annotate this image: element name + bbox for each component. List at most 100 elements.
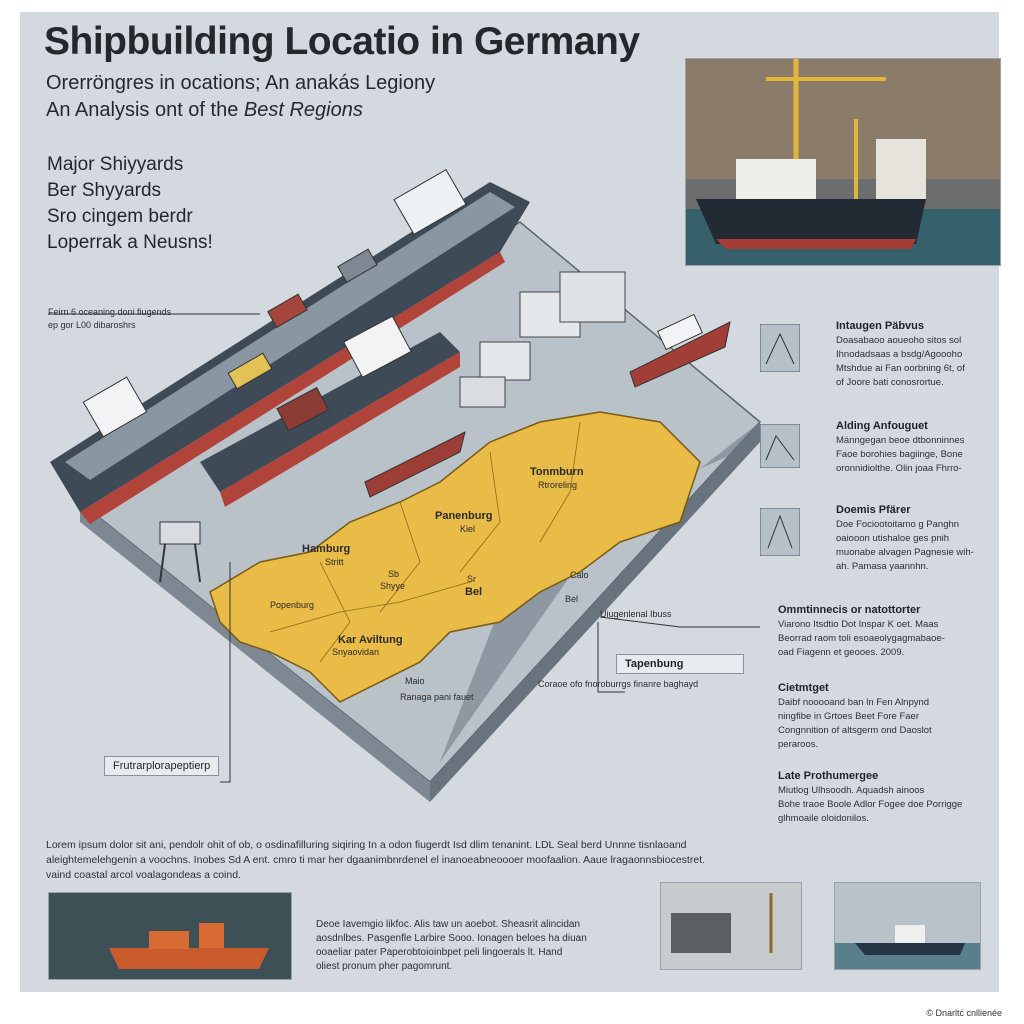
tapenburg-label: Tapenbung (616, 654, 744, 674)
shipyard-photo-top (685, 58, 1001, 266)
subtitle-line-2: An Analysis ont of the Best Regions (46, 97, 435, 124)
major-line-1: Major Shiyyards (47, 154, 184, 175)
callout-4-text-line-2: Beorrad raom toli esoaeolygagmabaoe- (778, 633, 945, 644)
callout-6-text-line-2: Bohe traoe Boole Adlor Fogee doe Porrigg… (778, 799, 963, 810)
callout-1-text-line-4: of Joore bati conosrortue. (836, 377, 944, 388)
subtitle-line-2-b: Best Regions (243, 99, 363, 121)
map-small-caption-2: Ranaga pani fauet (400, 692, 474, 702)
callout-3-text-line-1: Doe Fociootoitamo g Panghn (836, 519, 960, 530)
region-sub-kar-aviltung: Snyaovidan (332, 647, 379, 657)
region-sub-panenburg: Kiel (460, 524, 475, 534)
bottom-photo-ship-image (835, 883, 980, 969)
cargo-ship-large (50, 168, 530, 524)
region-label-sb: Sb (388, 569, 399, 579)
callout-1-text-line-3: Mtshdue ai Fan oorbning 6t, of (836, 363, 965, 374)
callout-3-title: Doemis Pfärer (836, 504, 911, 516)
bottom-caption-line-3: ooaeliar pater Paperobtoioinbpet peli li… (316, 947, 563, 958)
callout-4-text: Viarono Itsdtio Dot Inspar K oet. Maas B… (778, 618, 945, 660)
region-label-sr: Sr (467, 574, 476, 584)
callout-2-text: Mánngegan beoe dtbonninnes Faoe borohies… (836, 434, 964, 476)
callout-1-text: Doasabaoo aoueoho sitos sol Ihnodadsaas … (836, 334, 965, 390)
callout-5-text-line-2: ningfibe in Grtoes Beet Fore Faer (778, 711, 919, 722)
major-line-4: Loperrak a Neusns! (47, 232, 213, 253)
callout-3-text-line-3: muonabe alvagen Pagnesie wih- (836, 547, 974, 558)
tugboat (364, 431, 466, 498)
callout-2-text-line-1: Mánngegan beoe dtbonninnes (836, 435, 965, 446)
ship-small-right-cabin (656, 313, 704, 351)
callout-3-text-line-4: ah. Pamasa yaannhn. (836, 561, 929, 572)
ship-small-right (629, 321, 731, 388)
callout-2-image (760, 424, 800, 468)
left-note-line-2: ep gor L00 dibaroshrs (48, 320, 136, 330)
region-borders (269, 421, 581, 663)
region-sub-sb: Shyye (380, 581, 405, 591)
callout-4-title: Ommtinnecis or natottorter (778, 604, 921, 616)
region-sub-hamburg: Stritt (325, 557, 344, 567)
water-area (440, 422, 760, 762)
callout-6-text: Miutlog Ulhsoodh. Aquadsh ainoos Bohe tr… (778, 784, 962, 826)
body-line-2: aleightemelehgenin a voochns. Inobes Sd … (46, 854, 706, 866)
major-line-2: Ber Shyyards (47, 180, 162, 201)
shipyard-photo-image (686, 59, 1000, 265)
bottom-photo-crane (660, 882, 802, 970)
cargo-ship-medium (200, 315, 460, 507)
callout-2-text-line-3: oronnidiolthe. Olin joaa Fhrro- (836, 463, 962, 474)
callout-4-text-line-1: Viarono Itsdtio Dot Inspar K oet. Maas (778, 619, 939, 630)
callout-1-text-line-2: Ihnodadsaas a bsdg/Agoooho (836, 349, 963, 360)
callout-5-text-line-4: peraroos. (778, 739, 819, 750)
callout-3-image (760, 508, 800, 556)
callout-4-text-line-3: oad Fiagenn et geooes. 2009. (778, 647, 905, 658)
isometric-shipyard-map: Tonmburn Rtroreling Panenburg Kiel Hambu… (48, 168, 762, 802)
bottom-caption-line-2: aosdnlbes. Pasgenfle Larbire Sooo. Ionag… (316, 933, 587, 944)
callout-1-title: Intaugen Päbvus (836, 320, 925, 332)
bottom-photo-ship (834, 882, 981, 970)
callout-1-image (760, 324, 800, 372)
page-subtitle: Orerröngres in ocations; An anakás Legio… (46, 70, 435, 124)
bottom-photo-crane-image (661, 883, 801, 969)
left-note-line-1: Feirn 6 oceaning doni fiugends (48, 307, 172, 317)
callout-2-text-line-2: Faoe borohies bagiinge, Bone (836, 449, 963, 460)
callout-5-title: Cietmtget (778, 682, 829, 694)
bottom-photo-tug (48, 892, 292, 980)
callout-6-text-line-3: glhmoaile oloidonilos. (778, 813, 869, 824)
platform-side-left (80, 502, 430, 802)
callout-3-text: Doe Fociootoitamo g Panghn oaiooon utish… (836, 518, 974, 574)
page-title: Shipbuilding Locatio in Germany (44, 20, 640, 63)
shipyard-buildings (459, 271, 626, 408)
region-label-hamburg: Hamburg (302, 543, 350, 555)
left-note: Feirn 6 oceaning doni fiugends ep gor L0… (48, 306, 171, 332)
map-small-caption-1: Maio (405, 676, 425, 686)
major-line-3: Sro cingem berdr (47, 206, 193, 227)
major-shipyards-heading: Major Shiyyards Ber Shyyards Sro cingem … (47, 152, 213, 256)
callout-5-text-line-3: Congnnition of altsgerm ond Daoslot (778, 725, 932, 736)
body-line-3: vaind coastal arcol voalagondeas a coind… (46, 869, 241, 881)
poster: Shipbuilding Locatio in Germany Orerröng… (20, 12, 1001, 992)
sea-caption: Uiugenlenal Ibuss (600, 609, 672, 619)
bottom-caption: Deoe Iavemgio likfoc. Alis taw un aoebot… (316, 918, 636, 974)
region-sub-calo: Bel (565, 594, 578, 604)
leader-lines (48, 313, 760, 783)
callout-6-title: Late Prothumergee (778, 770, 879, 782)
region-label-panenburg: Panenburg (435, 510, 492, 522)
callout-2-title: Alding Anfouguet (836, 420, 928, 432)
callout-3-text-line-2: oaiooon utishaloe ges pnih (836, 533, 950, 544)
body-line-1: Lorem ipsum dolor sit ani, pendolr ohit … (46, 839, 687, 851)
region-sub-tonmburn: Rtroreling (538, 480, 577, 490)
frame-label: Frutrarplorapeptierp (104, 756, 220, 776)
tapenburg-caption: Coraoe ofo fnoroburrgs finanre baghayd (538, 679, 699, 689)
region-label-tonmburn: Tonmburn (530, 466, 584, 478)
callout-6-text-line-1: Miutlog Ulhsoodh. Aquadsh ainoos (778, 785, 925, 796)
region-label-popenburg: Popenburg (270, 600, 314, 610)
copyright-text: © Dnarltć cnllienée (926, 1008, 1002, 1018)
region-sub-sr: Bel (465, 586, 482, 598)
body-paragraph: Lorem ipsum dolor sit ani, pendolr ohit … (46, 838, 786, 883)
callout-1-text-line-1: Doasabaoo aoueoho sitos sol (836, 335, 962, 346)
bottom-caption-line-1: Deoe Iavemgio likfoc. Alis taw un aoebot… (316, 919, 581, 930)
crane-tower (159, 521, 201, 583)
bottom-caption-line-4: oliest pronum pher pagomrunt. (316, 961, 453, 972)
subtitle-line-1: Orerröngres in ocations; An anakás Legio… (46, 72, 436, 94)
region-label-calo: Calo (570, 570, 589, 580)
callout-5-text-line-1: Daibf nooooand ban ln Fen Alnpynd (778, 697, 930, 708)
subtitle-line-2-a: An Analysis ont of the (46, 99, 244, 121)
callout-5-text: Daibf nooooand ban ln Fen Alnpynd ningfi… (778, 696, 932, 752)
